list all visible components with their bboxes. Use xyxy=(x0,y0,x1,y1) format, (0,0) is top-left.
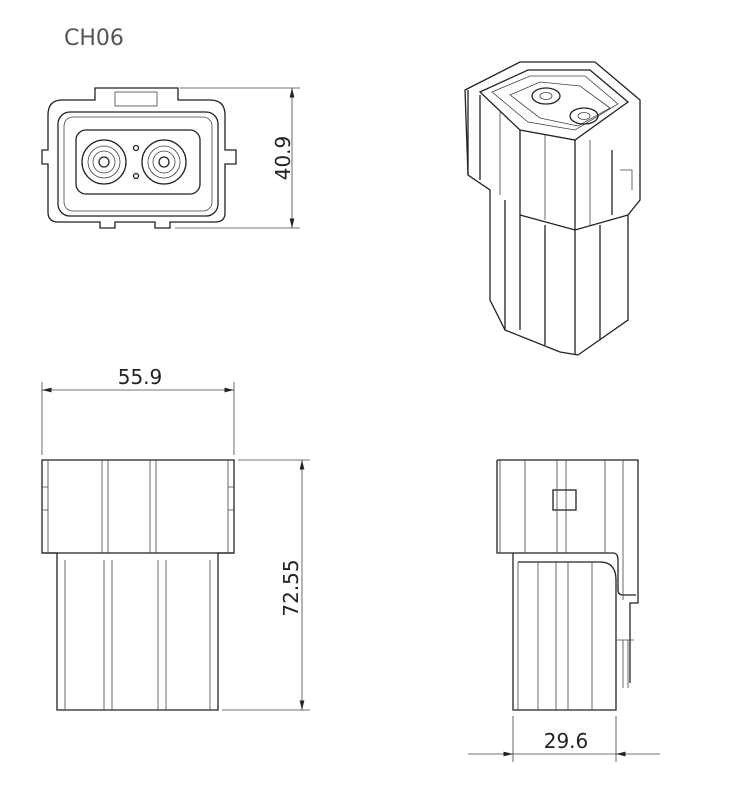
side-view: 29.6 xyxy=(468,459,660,762)
top-view: 55.9 72.55 xyxy=(41,365,310,711)
part-code-title: CH06 xyxy=(64,26,124,51)
isometric-view xyxy=(464,61,641,356)
contact-right xyxy=(141,139,187,185)
dim-depth: 29.6 xyxy=(544,729,589,753)
dim-height-front: 40.9 xyxy=(271,136,295,181)
dim-length: 72.55 xyxy=(279,559,303,616)
contact-left xyxy=(81,139,127,185)
dim-width: 55.9 xyxy=(118,365,163,389)
front-view: 40.9 xyxy=(41,87,300,229)
